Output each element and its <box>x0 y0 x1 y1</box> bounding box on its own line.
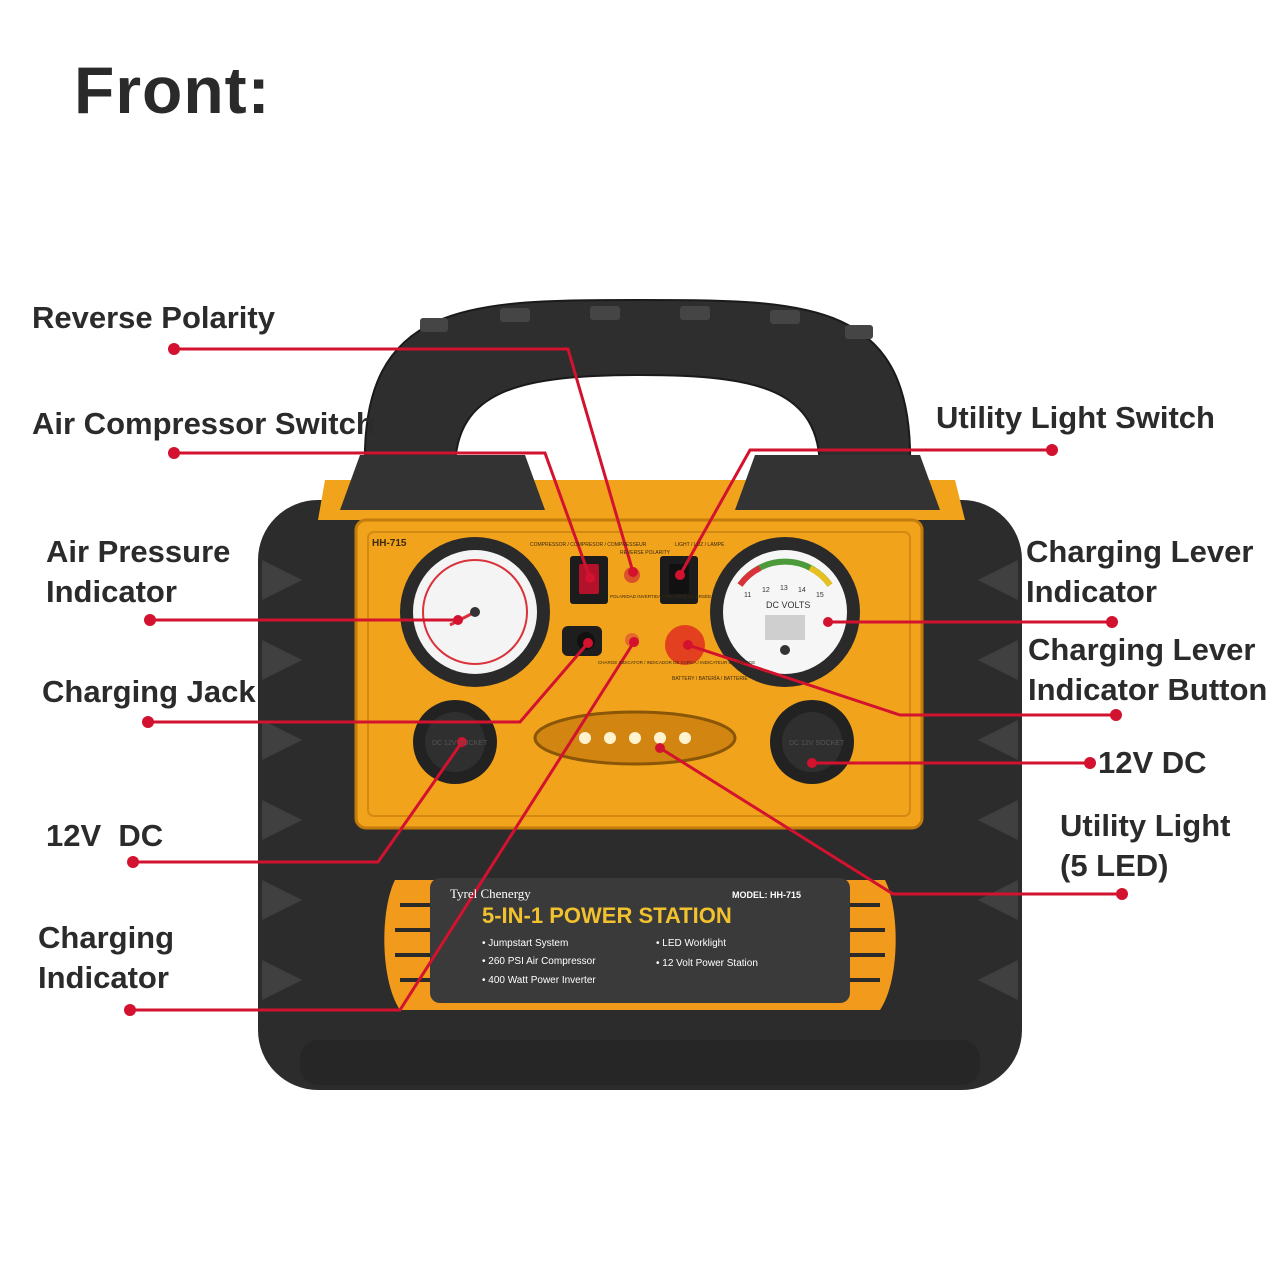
leader-reverse-polarity <box>174 347 635 573</box>
compressor-label: COMPRESSOR / COMPRESOR / COMPRESSEUR <box>530 542 647 548</box>
label-utility-light: Utility Light (5 LED) <box>1060 808 1231 883</box>
air-pressure-gauge <box>400 537 550 687</box>
light-label: LIGHT / LUZ / LAMPE <box>675 542 725 548</box>
svg-text:11: 11 <box>744 592 751 599</box>
leader-air-compressor-switch <box>174 451 592 579</box>
label-charging-lever-indicator: Charging Lever Indicator <box>1026 534 1254 609</box>
polarity-text: POLARIDAD INVERTIDA / POLARITÉ INVERSÉE <box>610 593 711 599</box>
battery-text: BATTERY / BATERÍA / BATTERIE <box>672 675 748 682</box>
leader-charging-jack <box>148 642 590 724</box>
product-name: 5-IN-1 POWER STATION <box>482 903 732 928</box>
svg-text:13: 13 <box>780 585 788 592</box>
leader-dc-left <box>133 741 464 864</box>
volts-label: DC VOLTS <box>766 600 810 610</box>
product-label-plate <box>384 878 896 1010</box>
label-charging-lever-indicator-button: Charging Lever Indicator Button <box>1028 632 1268 707</box>
leader-charging-lever-button <box>687 643 1116 717</box>
side-tread-left <box>262 560 302 1000</box>
label-charging-jack: Charging Jack <box>42 674 256 709</box>
socket-label-left: DC 12V SOCKET <box>432 740 488 747</box>
feature-left-2: • 260 PSI Air Compressor <box>482 956 596 967</box>
led-light-bar <box>533 710 737 766</box>
leader-charging-indicator <box>130 641 636 1012</box>
charge-indicator-text: CHARGE INDICATOR / INDICADOR DE CARGA / … <box>598 660 755 665</box>
label-charging-indicator: Charging Indicator <box>38 920 175 995</box>
label-air-pressure-indicator: Air Pressure Indicator <box>46 534 231 609</box>
model-tag: HH-715 <box>372 538 407 549</box>
svg-text:15: 15 <box>816 592 824 599</box>
side-tread-right <box>978 560 1018 1000</box>
svg-text:14: 14 <box>798 587 806 594</box>
label-reverse-polarity: Reverse Polarity <box>32 300 275 335</box>
page-title: Front: <box>74 53 271 127</box>
leader-utility-light <box>659 746 1122 896</box>
reverse-polarity-text: REVERSE POLARITY <box>620 550 671 556</box>
feature-left-3: • 400 Watt Power Inverter <box>482 975 596 986</box>
dc-volts-gauge <box>710 537 860 687</box>
svg-text:12: 12 <box>762 587 770 594</box>
carry-handle <box>363 298 912 471</box>
volts-ticks: 11 12 13 14 15 <box>744 585 824 599</box>
brand-text: Tyrel Chenergy <box>450 886 531 901</box>
handle-tread <box>420 306 873 339</box>
leader-dots <box>124 343 1128 1016</box>
feature-left-1: • Jumpstart System <box>482 938 568 949</box>
label-utility-light-switch: Utility Light Switch <box>936 400 1215 435</box>
label-dc-left: 12V DC <box>46 818 164 853</box>
socket-label-right: DC 12V SOCKET <box>789 740 845 747</box>
feature-right-2: • 12 Volt Power Station <box>656 958 758 969</box>
feature-right-1: • LED Worklight <box>656 938 726 949</box>
model-line: MODEL: HH-715 <box>732 890 801 900</box>
label-dc-right: 12V DC <box>1098 745 1207 780</box>
label-air-compressor-switch: Air Compressor Switch <box>32 406 375 441</box>
leader-utility-light-switch <box>678 448 1052 576</box>
leader-lines <box>130 347 1122 1012</box>
